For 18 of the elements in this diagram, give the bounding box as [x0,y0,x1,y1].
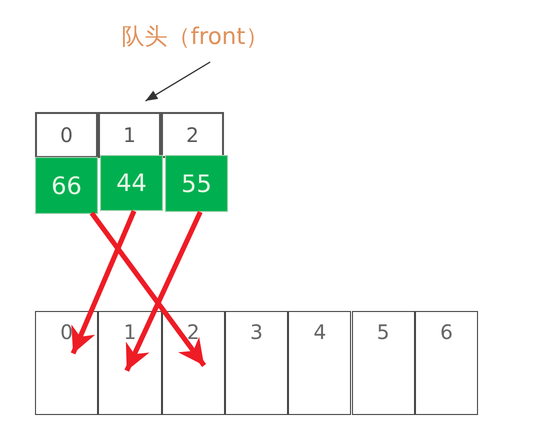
index-cell: 1 [98,112,161,158]
array-cell: 1 [98,311,162,415]
array-cell: 0 [35,311,98,415]
index-cell: 2 [161,112,224,158]
value-cell: 66 [35,157,98,214]
pointer-label: 队头（front） [100,14,290,58]
arrow [124,210,203,372]
arrow [145,61,211,102]
arrow [70,210,136,354]
array-cell: 3 [224,311,288,415]
array-cell: 5 [352,311,415,415]
array-cell: 6 [414,311,478,415]
array-cell: 2 [162,311,225,415]
value-cell: 55 [165,155,228,212]
index-cell: 0 [35,112,98,158]
array-cell: 4 [288,311,352,415]
value-cell: 44 [100,155,163,211]
arrow [90,212,206,367]
